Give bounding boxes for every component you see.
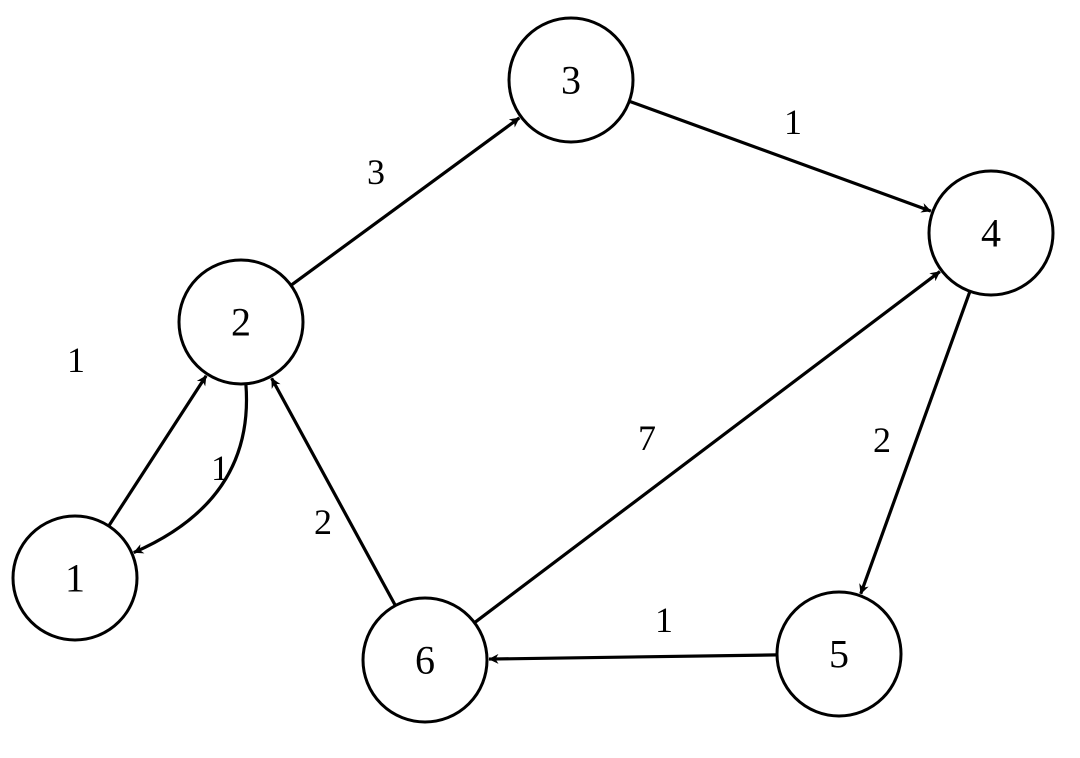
edge-weight-4-to-5: 2 bbox=[873, 420, 891, 460]
node-circle bbox=[361, 596, 489, 724]
node-label: 6 bbox=[415, 638, 435, 683]
edge-weight-5-to-6: 1 bbox=[655, 600, 673, 640]
node-1: 1 bbox=[11, 514, 139, 642]
edge-labels-layer: 1 1 3 1 2 1 2 7 bbox=[67, 102, 891, 640]
node-circle bbox=[507, 16, 635, 144]
edge-2-to-3 bbox=[290, 116, 521, 287]
node-circle bbox=[177, 258, 305, 386]
edge-3-to-4 bbox=[628, 99, 932, 213]
node-label: 3 bbox=[561, 58, 581, 103]
node-label: 4 bbox=[981, 211, 1001, 256]
edge-weight-2-to-3: 3 bbox=[367, 152, 385, 192]
node-circle bbox=[927, 169, 1055, 297]
edge-5-to-6 bbox=[488, 653, 778, 664]
edge-weight-6-to-2: 2 bbox=[314, 502, 332, 542]
node-label: 5 bbox=[829, 632, 849, 677]
node-5: 5 bbox=[775, 590, 903, 718]
node-circle bbox=[11, 514, 139, 642]
node-6: 6 bbox=[361, 596, 489, 724]
edge-weight-3-to-4: 1 bbox=[784, 102, 802, 142]
node-2: 2 bbox=[177, 258, 305, 386]
nodes-layer: 1 2 3 4 5 6 bbox=[11, 16, 1055, 724]
edge-6-to-2 bbox=[270, 377, 397, 607]
node-label: 1 bbox=[65, 556, 85, 601]
edge-4-to-5 bbox=[859, 290, 972, 595]
node-3: 3 bbox=[507, 16, 635, 144]
edge-6-to-4 bbox=[473, 270, 941, 624]
edge-1-to-2 bbox=[107, 374, 208, 527]
edge-weight-6-to-4: 7 bbox=[638, 418, 656, 458]
node-circle bbox=[775, 590, 903, 718]
edge-weight-1-to-2: 1 bbox=[67, 340, 85, 380]
edges-layer bbox=[107, 99, 972, 664]
edge-weight-2-to-1: 1 bbox=[211, 448, 229, 488]
edge-2-to-1 bbox=[133, 383, 249, 555]
node-label: 2 bbox=[231, 300, 251, 345]
node-4: 4 bbox=[927, 169, 1055, 297]
